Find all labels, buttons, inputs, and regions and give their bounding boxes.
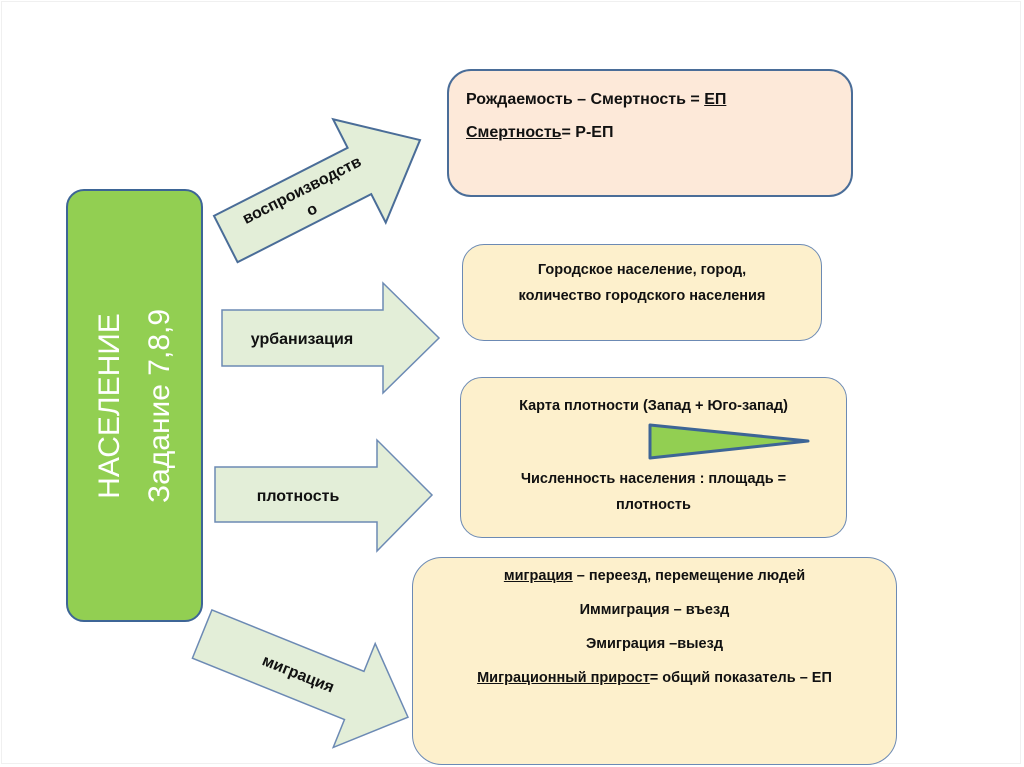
migration-box: миграция – переезд, перемещение людей Им… bbox=[412, 557, 897, 765]
arrow-urbanization: урбанизация bbox=[221, 281, 441, 395]
density-formula-line-1: Численность населения : площадь = bbox=[520, 471, 787, 487]
density-formula-line-2: плотность bbox=[616, 497, 691, 513]
migration-growth-formula: Миграционный прирост= общий показатель –… bbox=[477, 670, 832, 686]
main-box-text: НАСЕЛЕНИЕ Задание 7,8,9 bbox=[85, 308, 185, 502]
migration-definition: миграция – переезд, перемещение людей bbox=[503, 568, 806, 584]
urbanization-line-1: Городское население, город, bbox=[537, 262, 747, 278]
arrow-reproduction: воспроизводств о bbox=[212, 117, 422, 264]
mortality-formula: Смертность= Р-ЕП bbox=[466, 124, 614, 141]
urbanization-line-2: количество городского населения bbox=[518, 288, 766, 304]
population-main-box: НАСЕЛЕНИЕ Задание 7,8,9 bbox=[66, 189, 203, 622]
arrow-density: плотность bbox=[214, 438, 434, 553]
density-box: Карта плотности (Запад + Юго-запад) Числ… bbox=[460, 377, 847, 538]
natural-increase-formula: Рождаемость – Смертность = ЕП bbox=[466, 91, 727, 108]
main-title: НАСЕЛЕНИЕ bbox=[92, 312, 126, 499]
arrow-label-urbanization: урбанизация bbox=[251, 331, 353, 348]
immigration-definition: Иммиграция – въезд bbox=[579, 602, 730, 618]
main-subtitle: Задание 7,8,9 bbox=[142, 308, 176, 503]
density-map-label: Карта плотности (Запад + Юго-запад) bbox=[519, 398, 788, 414]
urbanization-box: Городское население, город, количество г… bbox=[462, 244, 822, 341]
arrow-migration: миграция bbox=[191, 608, 409, 749]
reproduction-box: Рождаемость – Смертность = ЕП Смертность… bbox=[447, 69, 853, 197]
emigration-definition: Эмиграция –выезд bbox=[585, 636, 724, 652]
arrow-label-density: плотность bbox=[257, 488, 340, 505]
